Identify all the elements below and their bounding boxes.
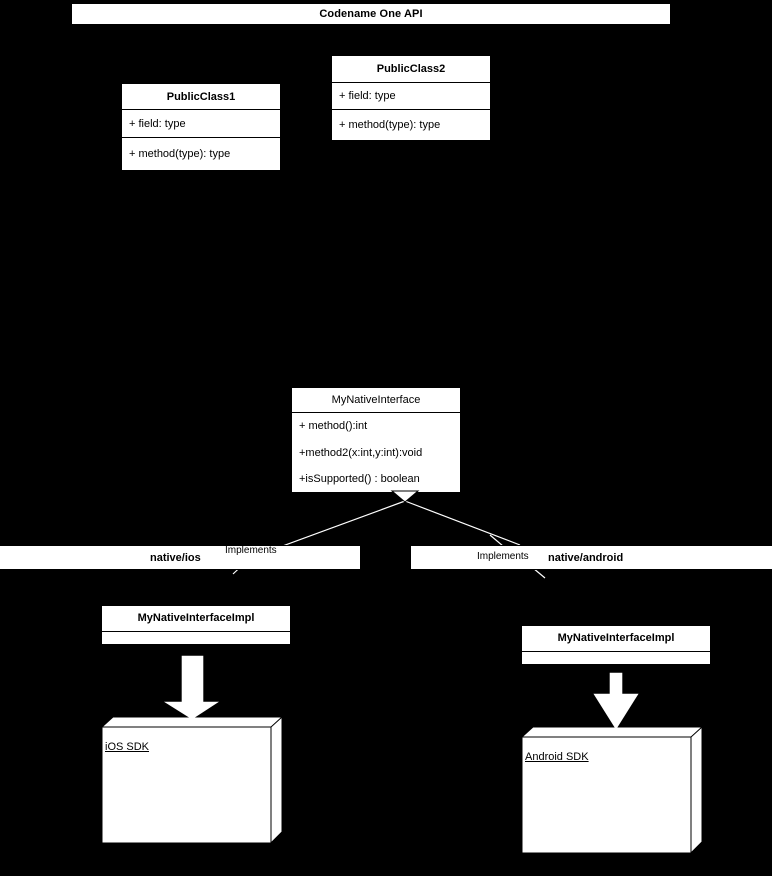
class-title-publicclass1: PublicClass1 bbox=[122, 84, 280, 110]
node-label-android-sdk: Android SDK bbox=[525, 751, 589, 763]
class-method-publicclass1: + method(type): type bbox=[129, 148, 231, 160]
node-ios-sdk[interactable]: iOS SDK bbox=[101, 716, 283, 846]
class-box-impl-android[interactable]: MyNativeInterfaceImpl bbox=[521, 625, 711, 665]
package-bar-native-android[interactable]: native/android bbox=[410, 545, 772, 570]
codename-one-api-banner: Codename One API bbox=[71, 3, 671, 25]
class-box-mynativeinterface[interactable]: MyNativeInterface + method():int +method… bbox=[291, 387, 461, 493]
class-body-impl-android bbox=[522, 652, 710, 664]
class-title-impl-android: MyNativeInterfaceImpl bbox=[522, 626, 710, 652]
connector-label-implements-ios: Implements bbox=[225, 545, 277, 556]
class-title-publicclass2: PublicClass2 bbox=[332, 56, 490, 83]
class-box-publicclass1[interactable]: PublicClass1 + field: type + method(type… bbox=[121, 83, 281, 171]
interface-method-1: + method():int bbox=[299, 420, 368, 432]
interface-method-3: +isSupported() : boolean bbox=[299, 473, 420, 485]
class-field-publicclass2: + field: type bbox=[332, 83, 490, 110]
class-field-publicclass1: + field: type bbox=[122, 110, 280, 138]
node-ios-sdk-shape bbox=[101, 716, 283, 844]
class-box-impl-ios[interactable]: MyNativeInterfaceImpl bbox=[101, 605, 291, 645]
node-android-sdk-shape bbox=[521, 726, 703, 854]
class-box-publicclass2[interactable]: PublicClass2 + field: type + method(type… bbox=[331, 55, 491, 141]
class-title-mynativeinterface: MyNativeInterface bbox=[292, 388, 460, 413]
block-arrow-ios-icon bbox=[163, 655, 220, 720]
package-label-native-android: native/android bbox=[548, 551, 624, 564]
class-body-impl-ios bbox=[102, 632, 290, 644]
connector-label-implements-android: Implements bbox=[477, 551, 529, 562]
block-arrow-android-icon bbox=[593, 672, 639, 730]
class-method-publicclass2: + method(type): type bbox=[339, 119, 441, 131]
node-android-sdk[interactable]: Android SDK bbox=[521, 726, 703, 856]
package-bar-native-ios[interactable]: native/ios bbox=[0, 545, 361, 570]
codename-one-api-label: Codename One API bbox=[319, 8, 423, 20]
realization-line-android bbox=[404, 500, 521, 546]
interface-method-2: +method2(x:int,y:int):void bbox=[299, 446, 423, 459]
package-label-native-ios: native/ios bbox=[150, 551, 201, 564]
class-title-impl-ios: MyNativeInterfaceImpl bbox=[102, 606, 290, 632]
node-label-ios-sdk: iOS SDK bbox=[105, 741, 150, 753]
